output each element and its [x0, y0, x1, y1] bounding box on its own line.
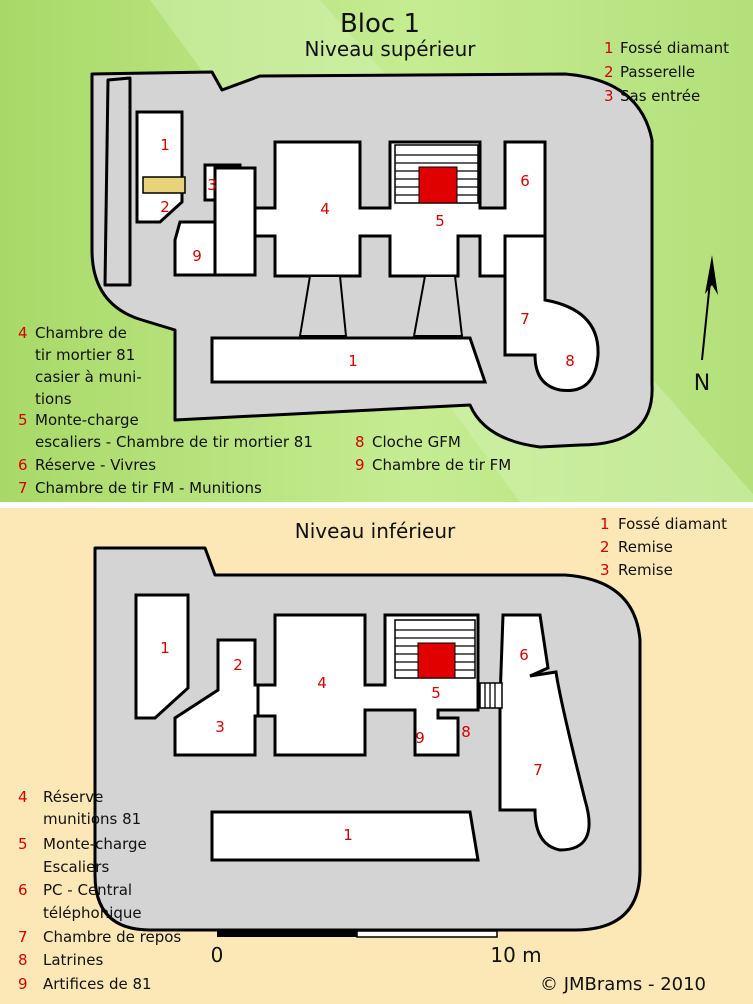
legend-text: munitions 81: [43, 810, 141, 828]
legend-text: casier à muni-: [35, 368, 142, 386]
upper-room-label: 5: [435, 212, 445, 230]
lower-room-label: 8: [461, 723, 471, 741]
lower-level-panel: Niveau inférieur 1 2 3 4 5 6 7: [0, 508, 753, 1004]
legend-text: Remise: [618, 538, 673, 556]
upper-room-label: 4: [320, 200, 330, 218]
legend-text: Cloche GFM: [372, 433, 461, 451]
upper-embrasure-left: [298, 275, 348, 337]
scale-start: 0: [211, 943, 224, 967]
legend-text: Latrines: [43, 951, 104, 969]
legend-number: 1: [600, 515, 610, 533]
upper-embrasure-right: [412, 275, 464, 337]
legend-number: 3: [604, 87, 614, 105]
lower-room-7: [498, 613, 591, 852]
legend-text: Escaliers: [43, 858, 109, 876]
legend-number: 2: [604, 63, 614, 81]
upper-room-label: 6: [520, 172, 530, 190]
upper-room-label: 9: [192, 247, 202, 265]
lower-room-label: 6: [519, 646, 529, 664]
lower-room-label: 1: [343, 826, 353, 844]
legend-text: Remise: [618, 561, 673, 579]
legend-number: 7: [18, 479, 28, 497]
legend-number: 8: [355, 433, 365, 451]
scale-end: 10 m: [490, 943, 541, 967]
upper-room-label: 2: [160, 198, 170, 216]
page-title: Bloc 1: [340, 9, 420, 39]
upper-room-9: [173, 220, 220, 277]
upper-room-side: [213, 166, 257, 277]
legend-number: 3: [600, 561, 610, 579]
upper-heading: Niveau supérieur: [304, 37, 476, 61]
legend-text: Monte-charge: [35, 411, 139, 429]
legend-text: Chambre de tir FM: [372, 456, 511, 474]
legend-number: 8: [18, 951, 28, 969]
panel-divider: [0, 502, 753, 508]
lower-staircase: [394, 619, 476, 679]
legend-text: tir mortier 81: [35, 346, 135, 364]
upper-cloche-red: [418, 166, 458, 204]
legend-text: Fossé diamant: [620, 39, 729, 57]
lower-room-label: 5: [431, 684, 441, 702]
lower-room-2-3: [173, 638, 277, 757]
legend-number: 2: [600, 538, 610, 556]
upper-room-7-8: [503, 234, 600, 393]
north-arrow-icon: [701, 255, 718, 361]
legend-text: Passerelle: [620, 63, 695, 81]
lower-room-label: 9: [415, 729, 425, 747]
legend-number: 5: [18, 835, 28, 853]
legend-text: Chambre de tir FM - Munitions: [35, 479, 262, 497]
legend-text: Monte-charge: [43, 835, 147, 853]
legend-text: PC - Central: [43, 881, 132, 899]
upper-ramp-wall: [103, 76, 132, 287]
upper-room-label: 1: [160, 136, 170, 154]
legend-text: Fossé diamant: [618, 515, 727, 533]
copyright-credit: © JMBrams - 2010: [540, 974, 706, 995]
legend-text: tions: [35, 390, 72, 408]
lower-room-label: 2: [233, 656, 243, 674]
upper-level-panel: Bloc 1 Niveau supérieur 1 2: [0, 0, 753, 502]
legend-number: 4: [18, 324, 28, 342]
lower-room-label: 7: [533, 761, 543, 779]
lower-red-block: [417, 642, 456, 679]
legend-text: Chambre de: [35, 324, 127, 342]
upper-room-label: 7: [520, 310, 530, 328]
legend-text: Artifices de 81: [43, 975, 152, 993]
legend-number: 4: [18, 788, 28, 806]
scale-bar: 0 10 m: [211, 930, 542, 967]
upper-staircase: [394, 144, 479, 204]
upper-legend-left: 4 Chambre de tir mortier 81 casier à mun…: [18, 324, 313, 497]
upper-room-label: 3: [207, 176, 217, 194]
upper-room-label: 1: [348, 352, 358, 370]
lower-room-1-left: [134, 593, 190, 720]
legend-number: 9: [355, 456, 365, 474]
legend-number: 1: [604, 39, 614, 57]
lower-stair-connector: [479, 682, 503, 709]
legend-text: Sas entrée: [620, 87, 700, 105]
legend-number: 5: [18, 411, 28, 429]
lower-room-label: 4: [317, 674, 327, 692]
legend-number: 6: [18, 456, 28, 474]
lower-room-label: 1: [160, 639, 170, 657]
lower-heading: Niveau inférieur: [295, 519, 456, 543]
legend-text: Réserve: [43, 788, 103, 806]
legend-text: escaliers - Chambre de tir mortier 81: [35, 433, 313, 451]
passerelle: [142, 176, 186, 194]
legend-number: 7: [18, 928, 28, 946]
upper-room-label: 8: [565, 352, 575, 370]
legend-text: Chambre de repos: [43, 928, 181, 946]
legend-number: 6: [18, 881, 28, 899]
legend-number: 9: [18, 975, 28, 993]
lower-legend-left: 4 Réserve munitions 81 5 Monte-charge Es…: [18, 788, 181, 993]
lower-legend-right: 1 Fossé diamant 2 Remise 3 Remise: [600, 515, 727, 579]
lower-room-label: 3: [215, 718, 225, 736]
lower-room-1-bottom: [210, 810, 480, 862]
north-label: N: [694, 371, 710, 396]
upper-room-ditch-top: [135, 110, 184, 224]
legend-text: téléphonique: [43, 904, 142, 922]
legend-text: Réserve - Vivres: [35, 456, 156, 474]
upper-legend-mid: 8 Cloche GFM 9 Chambre de tir FM: [355, 433, 511, 474]
upper-legend-right: 1 Fossé diamant 2 Passerelle 3 Sas entré…: [604, 39, 729, 105]
upper-room-1-ditch: [210, 336, 488, 384]
